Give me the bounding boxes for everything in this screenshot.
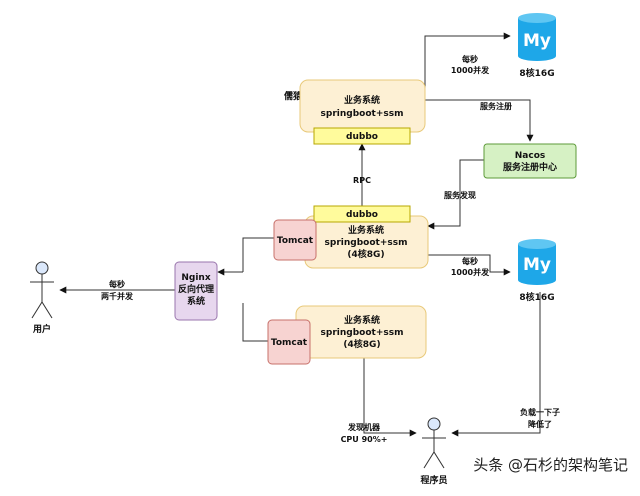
bottom-service-line3: (4核8G)	[343, 338, 380, 350]
user-qps-line1: 每秒	[109, 279, 125, 289]
top-dubbo-box	[313, 127, 411, 145]
mysql-top-icon: My	[518, 13, 556, 61]
nginx-line3: 系统	[187, 295, 205, 307]
mysql-top-spec: 8核16G	[519, 67, 554, 79]
middle-service-line2: springboot+ssm	[325, 238, 408, 248]
top-service-line2: springboot+ssm	[321, 109, 404, 119]
bottom-service-line2: springboot+ssm	[321, 328, 404, 338]
top-service-line1: 业务系统	[344, 94, 380, 106]
user-label: 用户	[32, 323, 51, 335]
programmer-label: 程序员	[420, 474, 447, 486]
nacos-line1: Nacos	[515, 151, 545, 161]
mysql-mid-logo: My	[523, 255, 551, 275]
middle-tomcat-box	[273, 219, 317, 261]
edge-discover	[363, 358, 417, 437]
nacos-box	[483, 143, 577, 179]
edge-service-register	[425, 99, 534, 142]
edge-top-service-to-mysql	[424, 32, 511, 92]
service-discovery-label: 服务发现	[444, 190, 476, 200]
bottom-tomcat-label: Tomcat	[271, 338, 308, 348]
edge-load-note	[451, 292, 541, 437]
nginx-line1: Nginx	[181, 273, 210, 283]
edge-service-discovery	[427, 159, 484, 230]
mysql-mid-qps-line2: 1000并发	[451, 267, 490, 277]
mysql-mid-spec: 8核16G	[519, 291, 554, 303]
mysql-top-qps-line2: 1000并发	[451, 65, 490, 75]
user-icon	[30, 261, 54, 319]
load-note-line2: 降低了	[528, 419, 552, 429]
middle-dubbo-label: dubbo	[346, 210, 378, 220]
service-register-label: 服务注册	[480, 101, 512, 111]
rpc-label: RPC	[353, 176, 371, 185]
user-qps-line2: 两千并发	[101, 291, 134, 301]
mysql-top-qps-line1: 每秒	[462, 54, 478, 64]
discover-line2: CPU 90%+	[341, 435, 388, 444]
top-dubbo-label: dubbo	[346, 132, 378, 142]
bottom-service-line1: 业务系统	[344, 314, 380, 326]
bottom-tomcat-box	[267, 319, 311, 365]
edge-nginx-to-tomcat-bottom	[242, 303, 268, 342]
programmer-icon	[422, 417, 446, 469]
mysql-top-logo: My	[523, 31, 551, 51]
middle-service-line3: (4核8G)	[347, 248, 384, 260]
middle-dubbo-box	[313, 205, 411, 223]
discover-line1: 发现机器	[347, 422, 381, 432]
load-note-line1: 负载一下子	[520, 407, 560, 417]
mysql-mid-icon: My	[518, 239, 556, 285]
nginx-line2: 反向代理	[178, 283, 214, 295]
nacos-line2: 服务注册中心	[503, 161, 557, 173]
top-service-box	[299, 79, 426, 133]
middle-tomcat-label: Tomcat	[277, 236, 314, 246]
nginx-box	[174, 261, 218, 321]
middle-service-line1: 业务系统	[348, 224, 384, 236]
mysql-mid-qps-line1: 每秒	[462, 256, 478, 266]
watermark: 头条 @石杉的架构笔记	[473, 456, 628, 474]
edge-middle-to-mysql	[428, 254, 511, 276]
edge-nginx-to-tomcat-mid	[242, 237, 274, 272]
